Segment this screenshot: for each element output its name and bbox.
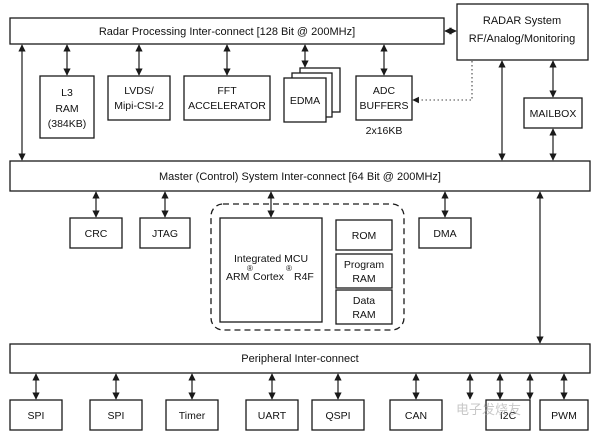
adc-size-label: 2x16KB [366,125,403,137]
timer-block [165,399,219,431]
mailbox-label: MAILBOX [530,108,577,120]
connectors [18,27,568,400]
can-block [389,399,443,431]
watermark-text: 电子发烧友 [456,402,521,417]
i2c-block [485,399,531,431]
mcu-arm-reg-mark: ® [247,264,253,273]
dma-block [418,217,472,249]
rom-block [335,219,393,251]
i2c-label: I2C [500,410,517,422]
spi-1-label: SPI [28,410,45,422]
uart-label: UART [258,410,287,422]
l3-ram-line2: RAM [55,103,78,115]
lvds-line2: Mipi-CSI-2 [114,100,164,112]
peripheral-row: SPI SPI Timer UART QSPI CAN I2C PWM [9,399,589,431]
spi-1-block [9,399,63,431]
adc-line1: ADC [373,85,396,97]
dotted-arrow-radar-to-adc [412,61,473,104]
spi-2-block [89,399,143,431]
peripheral-interconnect-bus [9,343,591,374]
adc-buffers-block [355,75,413,121]
integrated-mcu-block [219,217,323,323]
radar-system-title: RADAR System [483,15,561,27]
radar-interconnect-bus [9,17,445,45]
lvds-block [107,75,171,121]
edma-label: EDMA [290,95,320,107]
data-ram-line2: RAM [352,309,375,321]
timer-label: Timer [179,410,206,422]
fft-accelerator-block [183,75,271,121]
fft-line2: ACCELERATOR [188,100,266,112]
l3-ram-block [39,75,95,139]
crc-label: CRC [85,228,108,240]
program-ram-block [335,253,393,289]
mcu-title: Integrated MCU [234,253,308,265]
master-interconnect-bus [9,160,591,192]
qspi-label: QSPI [325,410,350,422]
pwm-label: PWM [551,410,577,422]
fft-line1: FFT [217,85,237,97]
dma-label: DMA [433,228,456,240]
rom-label: ROM [352,230,377,242]
lvds-line1: LVDS/ [124,85,154,97]
spi-2-label: SPI [108,410,125,422]
radar-interconnect-label: Radar Processing Inter-connect [128 Bit … [99,26,355,38]
can-label: CAN [405,410,427,422]
data-ram-block [335,289,393,325]
program-ram-line2: RAM [352,273,375,285]
program-ram-line1: Program [344,259,385,271]
crc-block [69,217,123,249]
edma-block [283,77,327,123]
master-interconnect-label: Master (Control) System Inter-connect [6… [159,171,441,183]
mailbox-block [523,97,583,129]
pwm-block [539,399,589,431]
radar-system-block [456,3,589,61]
l3-ram-line1: L3 [61,87,73,99]
mcu-cortex-label: Cortex [253,271,285,283]
peripheral-interconnect-label: Peripheral Inter-connect [241,353,358,365]
qspi-block [311,399,365,431]
mcu-r4f-label: R4F [294,271,314,283]
adc-line2: BUFFERS [359,100,408,112]
mcu-subsystem-group [210,203,405,331]
radar-system-subtitle: RF/Analog/Monitoring [469,33,575,45]
data-ram-line1: Data [353,295,375,307]
uart-block [245,399,299,431]
mcu-cortex-reg-mark: ® [286,264,292,273]
jtag-block [139,217,191,249]
mcu-arm-label: ARM [226,271,249,283]
l3-ram-line3: (384KB) [48,118,87,130]
jtag-label: JTAG [152,228,178,240]
